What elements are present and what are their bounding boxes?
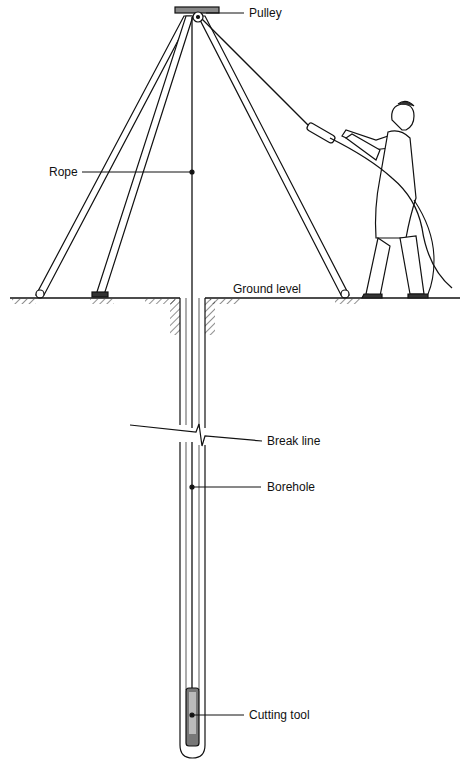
- part-label: Cutting tool: [248, 708, 311, 722]
- part-label: Rope: [48, 165, 79, 179]
- part-label: Break line: [266, 434, 321, 448]
- part-label: Pulley: [248, 6, 283, 20]
- part-label: Borehole: [266, 480, 316, 494]
- part-label: Ground level: [232, 282, 302, 296]
